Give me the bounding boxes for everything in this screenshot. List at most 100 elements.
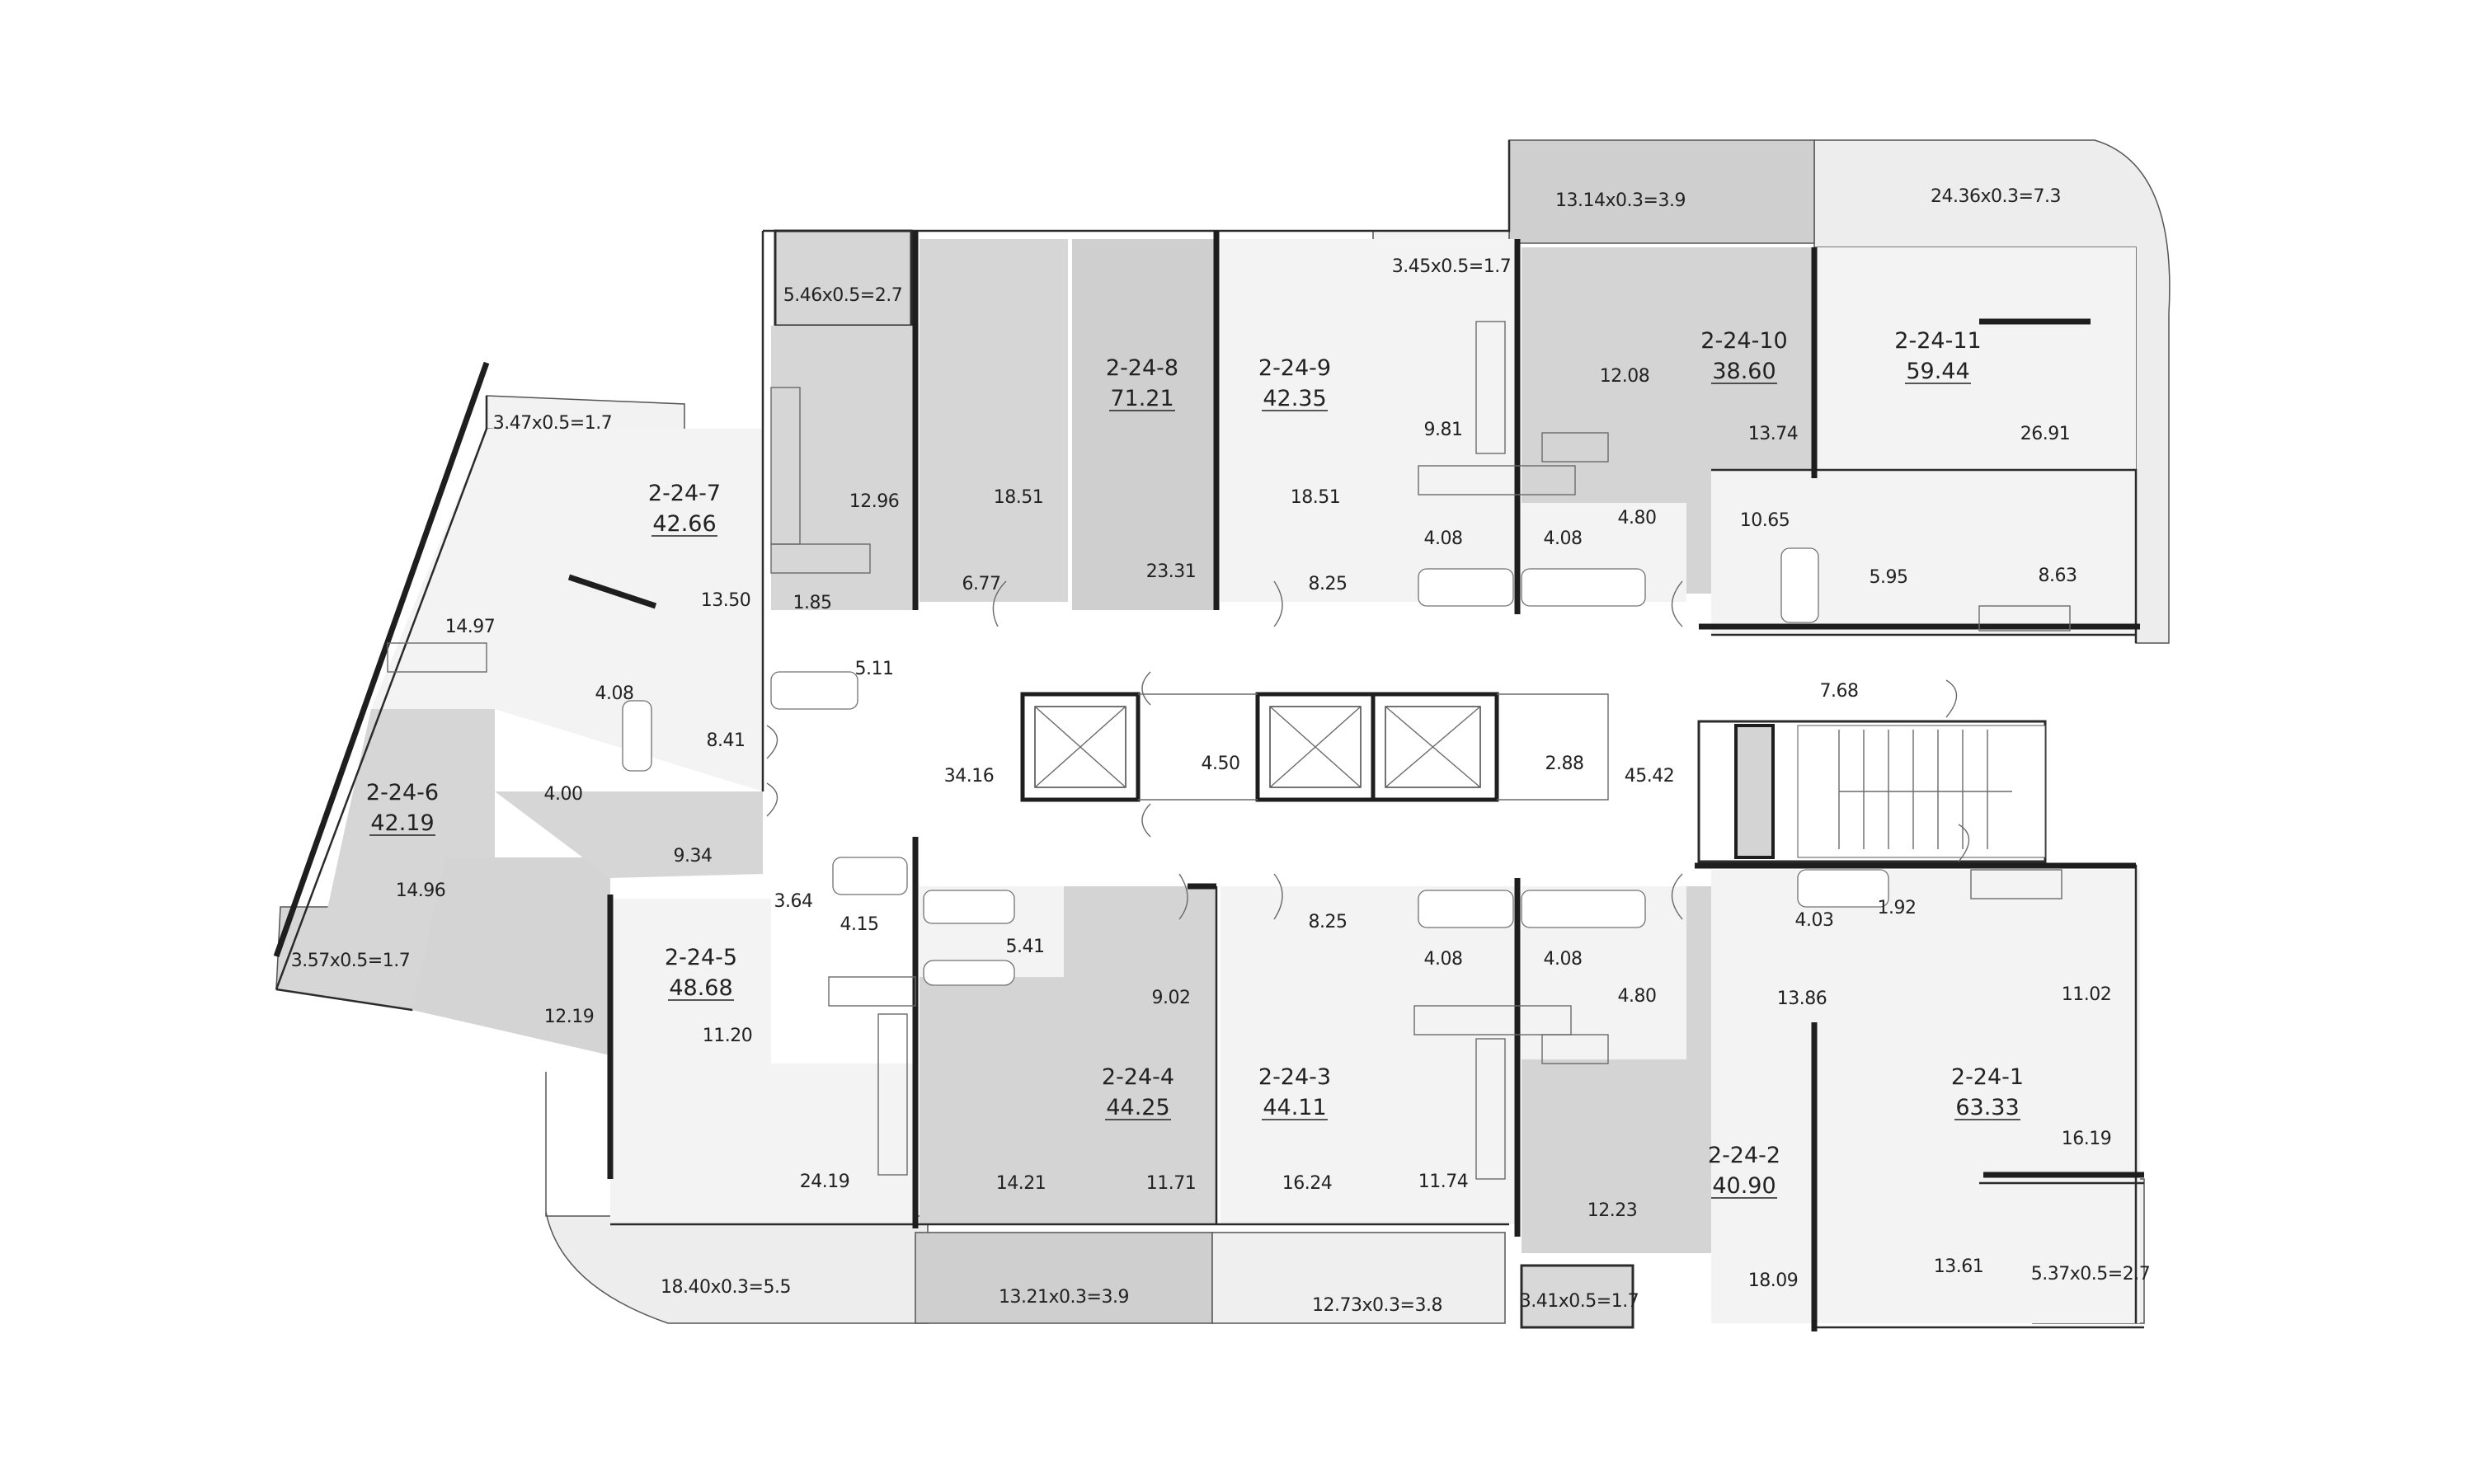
apartment-1	[1711, 870, 2140, 1323]
apartment-3-area: 44.11	[1263, 1095, 1326, 1120]
room-area: 13.74	[1748, 424, 1798, 444]
room-area: 5.95	[1870, 567, 1908, 588]
apartment-4-area: 44.25	[1106, 1095, 1169, 1120]
apartment-3	[1221, 886, 1517, 1224]
room-area: 13.86	[1777, 989, 1827, 1009]
bathtubs	[622, 547, 1889, 986]
room-area: 6.77	[962, 574, 1001, 594]
apartment-1-code: 2-24-1	[1951, 1064, 2024, 1090]
apartment-5-code: 2-24-5	[665, 945, 737, 970]
room-area: 18.51	[1291, 487, 1340, 508]
room-area: 3.64	[774, 891, 813, 912]
elevator-hall-area: 2.88	[1545, 754, 1584, 774]
room-area: 4.08	[1544, 949, 1583, 970]
room-area: 12.19	[544, 1007, 594, 1027]
balcony-label-11: 5.37x0.5=2.7	[2031, 1264, 2150, 1284]
apartment-8-main	[1072, 239, 1216, 610]
room-area: 4.08	[1424, 949, 1463, 970]
apartment-2-code: 2-24-2	[1708, 1143, 1780, 1168]
apartment-11-code: 2-24-11	[1894, 328, 1981, 354]
hall-area: 45.42	[1625, 766, 1674, 787]
terrace-bottom-left	[545, 1072, 929, 1324]
room-area: 23.31	[1146, 561, 1196, 582]
stair-hall-area: 7.68	[1820, 681, 1859, 702]
lobby-area: 4.50	[1202, 754, 1240, 774]
apartment-labels: 2-24-1 63.33 2-24-2 40.90 2-24-3 44.11 2…	[366, 328, 2024, 1199]
room-area: 14.21	[996, 1173, 1046, 1194]
balcony-label-4: 3.45x0.5=1.7	[1392, 256, 1511, 277]
stairwell	[1697, 720, 2047, 863]
terrace-bottom-mid	[915, 1232, 1213, 1324]
balcony-label-8: 13.21x0.3=3.9	[999, 1287, 1129, 1308]
balcony-label-3: 5.46x0.5=2.7	[783, 285, 902, 306]
apartment-11-kitchen	[1711, 470, 1967, 635]
terrace-top-mid	[1508, 139, 1815, 244]
apartment-9	[1221, 239, 1517, 610]
balcony-label-7: 18.40x0.3=5.5	[661, 1277, 791, 1298]
room-area: 8.25	[1309, 912, 1348, 932]
room-area: 4.80	[1618, 986, 1657, 1007]
room-area: 11.74	[1418, 1172, 1468, 1192]
balcony-b-left	[1520, 1264, 1634, 1329]
room-area: 4.80	[1618, 508, 1657, 528]
room-area: 10.65	[1740, 510, 1790, 531]
apartment-6-living	[412, 857, 610, 1055]
room-area: 9.81	[1424, 420, 1463, 440]
balcony-labels: 13.14x0.3=3.9 24.36x0.3=7.3 5.46x0.5=2.7…	[291, 186, 2151, 1316]
room-area: 4.00	[544, 784, 583, 805]
elevator-1	[1020, 692, 1141, 802]
room-area: 4.08	[595, 683, 634, 704]
apartment-2-area: 40.90	[1712, 1173, 1776, 1199]
kitchen-counters	[387, 321, 2071, 1180]
common-labels: 34.16 4.50 2.88 45.42 7.68	[944, 681, 1859, 787]
room-area: 4.08	[1424, 528, 1463, 549]
room-area: 18.09	[1748, 1270, 1798, 1291]
room-area: 14.96	[396, 881, 445, 901]
room-area: 16.24	[1282, 1173, 1332, 1194]
apartment-10-area: 38.60	[1712, 359, 1776, 384]
balcony-label-6: 3.57x0.5=1.7	[291, 951, 410, 971]
apartment-5	[610, 899, 771, 1064]
corridor	[771, 602, 1711, 886]
room-area: 12.96	[849, 491, 899, 512]
room-area: 13.61	[1934, 1256, 1983, 1277]
apartment-11-area: 59.44	[1906, 359, 1969, 384]
room-area: 8.25	[1309, 574, 1348, 594]
room-area: 8.41	[707, 730, 745, 751]
balcony-label-2: 24.36x0.3=7.3	[1931, 186, 2061, 207]
hall-5	[495, 791, 763, 878]
room-area: 4.03	[1795, 910, 1834, 931]
balcony-label-9: 12.73x0.3=3.8	[1312, 1295, 1442, 1316]
apartment-1-area: 63.33	[1955, 1095, 2019, 1120]
balcony-label-5: 3.47x0.5=1.7	[493, 413, 612, 434]
room-area: 4.15	[840, 914, 879, 935]
apartment-7-area: 42.66	[652, 511, 716, 537]
apartment-9-code: 2-24-9	[1258, 355, 1331, 381]
room-area: 9.34	[674, 846, 713, 866]
elevator-2	[1255, 692, 1376, 802]
area-underlines	[369, 383, 2020, 1199]
room-area: 11.71	[1146, 1173, 1196, 1194]
balcony-top-a	[774, 229, 913, 327]
room-area: 24.19	[800, 1172, 849, 1192]
room-area: 9.02	[1152, 988, 1191, 1008]
corridor-area: 34.16	[944, 766, 994, 787]
room-area: 12.23	[1587, 1200, 1637, 1221]
apartment-4-code: 2-24-4	[1102, 1064, 1174, 1090]
apartment-7	[371, 429, 763, 791]
apartment-10-code: 2-24-10	[1700, 328, 1787, 354]
room-area: 26.91	[2020, 424, 2070, 444]
room-labels: 12.96 18.51 23.31 6.77 1.85 5.11 18.51 8…	[396, 366, 2112, 1291]
room-area: 11.20	[703, 1026, 752, 1046]
room-area: 11.02	[2062, 984, 2111, 1005]
room-area: 1.85	[793, 593, 832, 613]
room-area: 1.92	[1878, 898, 1917, 918]
door-swings	[766, 580, 1970, 920]
apartment-5-living	[610, 1064, 915, 1224]
room-area: 5.11	[855, 659, 894, 679]
terrace-top-right	[1813, 139, 2171, 644]
room-area: 13.50	[701, 590, 750, 611]
apartment-8-code: 2-24-8	[1106, 355, 1178, 381]
apartment-6-area: 42.19	[370, 810, 434, 836]
